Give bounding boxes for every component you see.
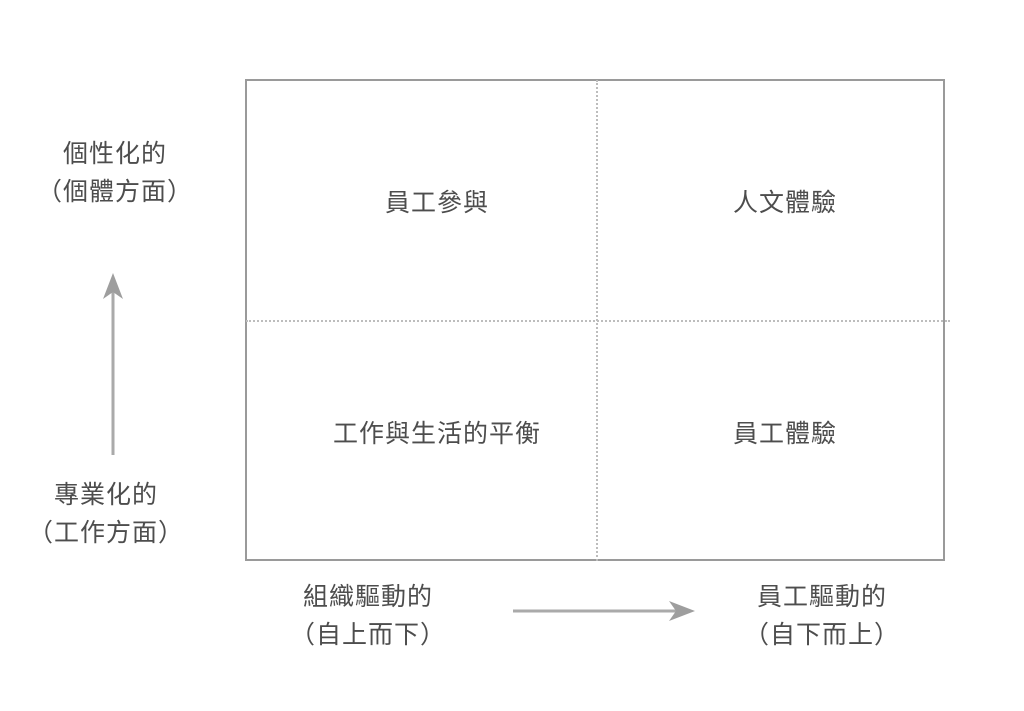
y-axis-top-label-line2: （個體方面） (36, 178, 194, 206)
y-axis-bottom-label-line2: （工作方面） (27, 519, 185, 547)
arrow-right-icon (513, 601, 695, 621)
x-axis-right-label: 員工驅動的 （自下而上） (744, 578, 900, 654)
quadrant-label-bottom-left: 工作與生活的平衡 (332, 420, 542, 448)
horizontal-divider (246, 320, 950, 322)
y-axis-bottom-label-line1: 專業化的 (53, 481, 159, 509)
x-axis-left-label-line2: （自上而下） (289, 621, 447, 649)
y-axis-top-label: 個性化的 （個體方面） (37, 135, 193, 211)
y-axis-top-label-line1: 個性化的 (62, 140, 168, 168)
quadrant-label-top-right: 人文體驗 (732, 189, 838, 217)
quadrant-label-top-left: 員工參與 (384, 189, 490, 217)
x-axis-left-label-line1: 組織驅動的 (302, 583, 434, 611)
x-axis-right-label-line1: 員工驅動的 (756, 583, 888, 611)
quadrant-label-bottom-right: 員工體驗 (732, 420, 838, 448)
y-axis-bottom-label: 專業化的 （工作方面） (28, 476, 184, 552)
vertical-divider (596, 80, 598, 561)
x-axis-right-label-line2: （自下而上） (743, 621, 901, 649)
arrow-up-icon (103, 273, 123, 455)
x-axis-left-label: 組織驅動的 （自上而下） (290, 578, 446, 654)
